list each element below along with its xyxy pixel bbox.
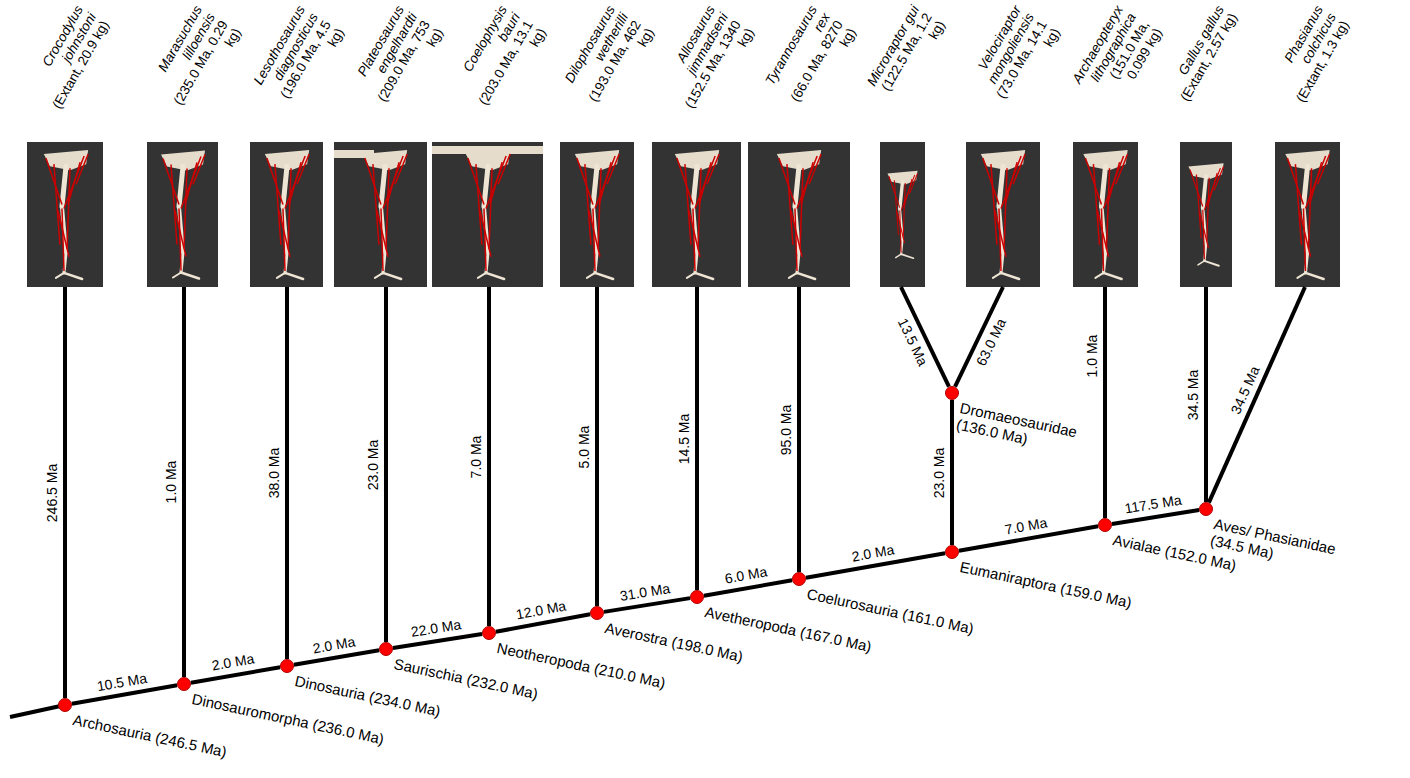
branch-line <box>285 287 289 659</box>
branch-length: 2.0 Ma <box>210 650 257 673</box>
taxon-label: Phasianus colchicus(Extant, 1.3 kg) <box>1263 3 1352 112</box>
taxon-box: Plateosaurus engelhardti(209.0 Ma, 753 k… <box>334 142 427 287</box>
branch-length: 14.5 Ma <box>676 412 692 465</box>
branch-length: 13.5 Ma <box>895 315 932 369</box>
clade-label: Dinosauria (234.0 Ma) <box>293 672 442 719</box>
branch-line <box>595 287 599 606</box>
branch-line <box>695 287 699 590</box>
branch-length: 1.0 Ma <box>1084 334 1100 379</box>
taxon-label: Gallus gallus(Extant, 2.57 kg) <box>1164 3 1240 105</box>
taxon-box: Microraptor gui(122.5 Ma, 1.2 kg) <box>880 142 925 287</box>
clade-label: Eumaniraptora (159.0 Ma) <box>958 558 1133 611</box>
taxon-box: Velociraptor mongoliensis(73.0 Ma, 14.1 … <box>966 142 1040 287</box>
branch-length: 23.0 Ma <box>931 446 947 499</box>
branch-length: 34.5 Ma <box>1185 368 1201 421</box>
branch-length: 31.0 Ma <box>618 580 672 604</box>
taxon-label: Microraptor gui(122.5 Ma, 1.2 kg) <box>859 3 948 112</box>
taxon-label: Marasuchus lilloensis(235.0 Ma, 0.29 kg) <box>142 3 244 120</box>
taxon-box: Phasianus colchicus(Extant, 1.3 kg) <box>1275 142 1340 287</box>
branch-line <box>393 634 482 648</box>
branch-line <box>63 287 67 698</box>
taxon-label: Allosaurus jimmadseni(152.5 Ma, 1340 kg) <box>655 3 757 120</box>
clade-label: Dromaeosauridae (136.0 Ma) <box>955 399 1084 458</box>
image-panels <box>27 142 1340 287</box>
taxon-box: Tyrannosaurus rex(66.0 Ma, 8270 kg) <box>748 142 850 287</box>
leg-skeletons <box>44 150 1330 279</box>
branch-length: 95.0 Ma <box>778 403 794 456</box>
clade-node: Averostra (198.0 Ma) <box>590 606 604 620</box>
branch-line <box>182 287 186 677</box>
branch-length: 2.0 Ma <box>311 633 358 656</box>
clade-node: Aves/ Phasianidae (34.5 Ma) <box>1199 502 1213 516</box>
clade-label: Saurischia (232.0 Ma) <box>392 655 539 702</box>
clade-node: Neotheropoda (210.0 Ma) <box>482 626 496 640</box>
branch-line <box>1204 287 1208 502</box>
branch-length: 10.5 Ma <box>95 669 150 694</box>
branch-length: 12.0 Ma <box>513 598 568 623</box>
clade-node: Avialae (152.0 Ma) <box>1098 518 1112 532</box>
clade-node: Coelurosauria (161.0 Ma) <box>792 572 806 586</box>
branch-line <box>604 598 690 612</box>
taxon-box: Coelophysis bauri(203.0 Ma, 13.1 kg) <box>432 142 543 287</box>
branch-length: 38.0 Ma <box>266 447 282 500</box>
branch-length: 22.0 Ma <box>408 616 462 640</box>
clade-node: Archosauria (246.5 Ma) <box>58 698 72 712</box>
branch-length: 1.0 Ma <box>163 460 179 505</box>
branch-line <box>1103 287 1107 518</box>
taxon-label: Dilophosaurus wetherilli(193.0 Ma, 462 k… <box>555 3 657 120</box>
branch-length: 63.0 Ma <box>972 315 1009 369</box>
branch-line <box>797 287 801 572</box>
taxon-label: Coelophysis bauri(203.0 Ma, 13.1 kg) <box>447 3 549 120</box>
clade-node: Dinosauria (234.0 Ma) <box>280 659 294 673</box>
branch-line <box>1209 287 1305 503</box>
branch-length: 7.0 Ma <box>468 434 484 479</box>
clade-node: Dinosauromorpha (236.0 Ma) <box>177 677 191 691</box>
taxon-box: Dilophosaurus wetherilli(193.0 Ma, 462 k… <box>560 142 634 287</box>
taxon-box: Crocodylus johnstoni(Extant, 20.9 kg) <box>27 142 103 287</box>
branch-line <box>384 287 388 642</box>
taxon-label: Tyrannosaurus rex(66.0 Ma, 8270 kg) <box>757 3 859 120</box>
taxon-box: Allosaurus jimmadseni(152.5 Ma, 1340 kg) <box>652 142 741 287</box>
branch-line <box>487 287 491 626</box>
root-stub <box>10 705 65 717</box>
taxon-label: Archaeopteryx lithographica(151.0 Ma, 0.… <box>1063 3 1165 120</box>
clade-node: Dromaeosauridae (136.0 Ma) <box>945 386 959 400</box>
branch-length: 23.0 Ma <box>365 438 381 491</box>
branch-length: 2.0 Ma <box>850 541 897 565</box>
taxon-label: Plateosaurus engelhardti(209.0 Ma, 753 k… <box>344 3 446 120</box>
branch-line <box>950 400 954 545</box>
taxon-label: Velociraptor mongoliensis(73.0 Ma, 14.1 … <box>961 3 1063 120</box>
taxon-box: Gallus gallus(Extant, 2.57 kg) <box>1180 142 1232 287</box>
taxon-label: Crocodylus johnstoni(Extant, 20.9 kg) <box>23 3 112 112</box>
branch-length: 5.0 Ma <box>576 424 592 469</box>
taxon-label: Lesothosaurus diagnosticus(196.0 Ma, 4.5… <box>245 3 347 120</box>
clade-node: Avetheropoda (167.0 Ma) <box>690 590 704 604</box>
clade-node: Saurischia (232.0 Ma) <box>379 642 393 656</box>
taxon-box: Lesothosaurus diagnosticus(196.0 Ma, 4.5… <box>250 142 323 287</box>
taxon-box: Marasuchus lilloensis(235.0 Ma, 0.29 kg) <box>147 142 218 287</box>
clade-label: Averostra (198.0 Ma) <box>603 619 744 665</box>
clade-node: Eumaniraptora (159.0 Ma) <box>945 545 959 559</box>
branch-length: 7.0 Ma <box>1003 514 1050 538</box>
branch-length: 6.0 Ma <box>722 563 769 587</box>
clade-label: Archosauria (246.5 Ma) <box>71 711 228 760</box>
branch-length: 246.5 Ma <box>44 462 60 522</box>
branch-length: 117.5 Ma <box>1123 492 1184 517</box>
taxon-box: Archaeopteryx lithographica(151.0 Ma, 0.… <box>1073 142 1138 287</box>
branch-length: 34.5 Ma <box>1227 362 1263 417</box>
